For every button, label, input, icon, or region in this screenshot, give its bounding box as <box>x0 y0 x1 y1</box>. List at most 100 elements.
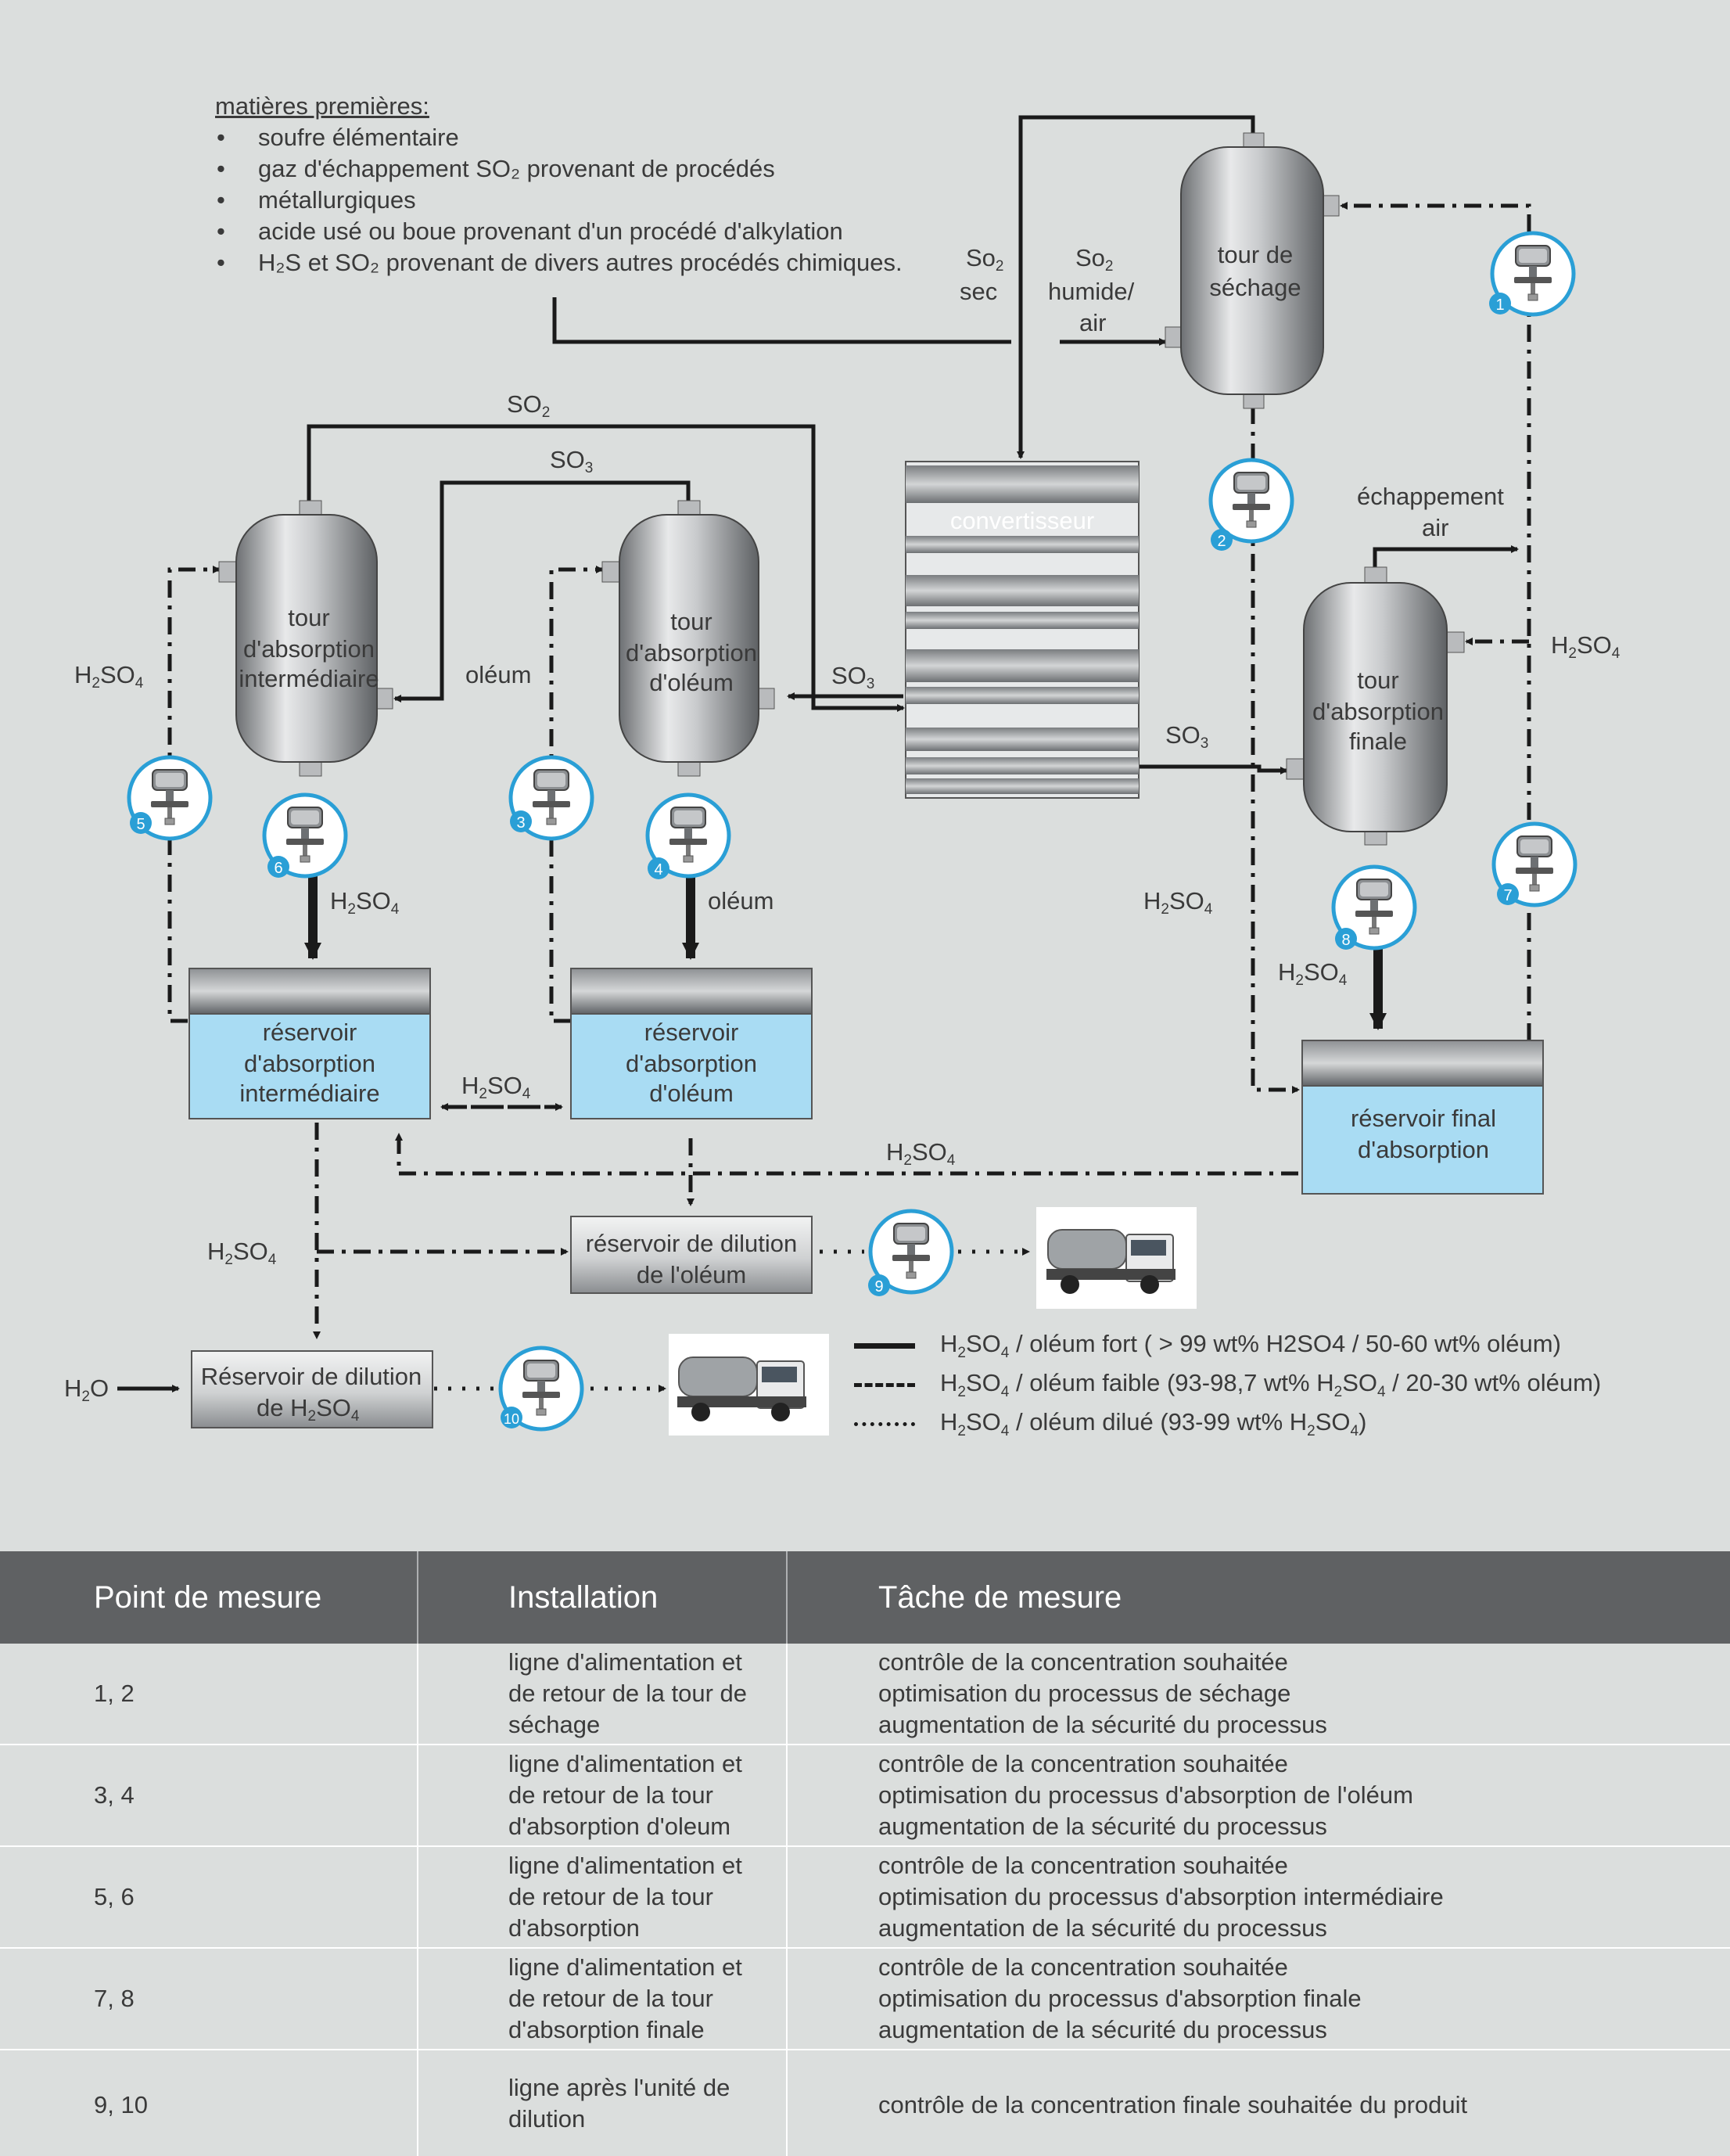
tanker-truck-image-1 <box>1036 1207 1197 1309</box>
intermediate-absorption-tank: réservoir d'absorption intermédiaire <box>188 968 431 1119</box>
oleum-tower-label-3: d'oléum <box>649 669 734 696</box>
header-task: Tâche de mesure <box>878 1580 1122 1615</box>
oleum-absorption-tank: réservoir d'absorption d'oléum <box>570 968 813 1119</box>
tanker-truck-image-2 <box>669 1334 829 1436</box>
oleum-dilution-label-2: de l'oléum <box>637 1261 746 1288</box>
drying-tower-label-1: tour de <box>1218 241 1294 268</box>
header-point: Point de mesure <box>94 1580 322 1615</box>
final-tank-label-2: d'absorption <box>1358 1136 1489 1163</box>
sensor-7: 7 <box>1494 824 1575 905</box>
label-h2so4-int: H2SO4 <box>330 887 400 918</box>
svg-text:8: 8 <box>1341 932 1350 949</box>
svg-text:1: 1 <box>1495 296 1504 314</box>
label-h2so4-feed: H2SO4 <box>1551 631 1621 662</box>
converter-label: convertisseur <box>950 507 1094 534</box>
sensor-10: 10 <box>501 1348 582 1429</box>
svg-text:3: 3 <box>516 814 525 832</box>
svg-text:5: 5 <box>136 816 145 833</box>
int-tank-label-2: d'absorption <box>244 1050 375 1077</box>
sensor-4: 4 <box>648 795 729 879</box>
final-tower-label-3: finale <box>1349 728 1407 755</box>
cell-point: 3, 4 <box>94 1781 135 1809</box>
label-so2: SO2 <box>507 390 550 421</box>
label-h2so4-dilution: H2SO4 <box>207 1238 277 1268</box>
sensor-6: 6 <box>264 795 346 878</box>
raw-item: gaz d'échappement SO₂ provenant de procé… <box>215 153 903 185</box>
int-tower-label-1: tour <box>288 604 329 631</box>
svg-text:4: 4 <box>654 861 662 879</box>
label-so2-wet: So2 <box>1075 244 1114 275</box>
sensor-5: 5 <box>129 757 210 839</box>
cell-point: 7, 8 <box>94 1985 135 2012</box>
raw-item-continued: métallurgiques <box>215 185 903 216</box>
svg-text:10: 10 <box>504 1411 519 1427</box>
h2so4-dilution-tank: Réservoir de dilution de H2SO4 <box>191 1350 433 1428</box>
header-divider <box>786 1551 788 1644</box>
oleum-dilution-label-1: réservoir de dilution <box>586 1230 798 1257</box>
raw-item: acide usé ou boue provenant d'un procédé… <box>215 216 903 247</box>
header-installation: Installation <box>508 1580 659 1615</box>
legend-diluted-text: H2SO4 / oléum dilué (93-99 wt% H2SO4) <box>940 1408 1367 1440</box>
legend-dotted-line <box>854 1422 915 1426</box>
label-so2-dry-2: sec <box>960 278 997 305</box>
cell-point: 1, 2 <box>94 1680 135 1707</box>
label-h2so4-final: H2SO4 <box>1278 958 1348 989</box>
legend-strong: H2SO4 / oléum fort ( > 99 wt% H2SO4 / 50… <box>854 1330 1714 1361</box>
converter: convertisseur <box>905 461 1140 799</box>
sensor-2: 2 <box>1211 460 1292 551</box>
final-absorption-tower: tour d'absorption finale <box>1286 566 1465 846</box>
label-so2-dry: So2 <box>966 244 1004 275</box>
sensor-9: 9 <box>868 1211 952 1296</box>
column-divider <box>417 1644 418 2156</box>
label-exhaust-1: échappement <box>1357 483 1504 510</box>
svg-text:6: 6 <box>274 860 282 877</box>
sensor-3: 3 <box>510 757 592 839</box>
svg-text:9: 9 <box>874 1278 883 1295</box>
int-tank-label-3: intermédiaire <box>239 1080 379 1107</box>
label-so2-wet-2: humide/ <box>1048 278 1135 305</box>
final-tower-label-1: tour <box>1357 667 1398 694</box>
svg-text:7: 7 <box>1503 887 1512 904</box>
raw-item: soufre élémentaire <box>215 122 903 153</box>
column-divider <box>786 1644 788 2156</box>
drying-tower: tour de séchage <box>1165 132 1340 409</box>
raw-item: H₂S et SO₂ provenant de divers autres pr… <box>215 247 903 278</box>
label-so2-wet-3: air <box>1079 309 1106 336</box>
label-h2so4-return: H2SO4 <box>886 1138 956 1169</box>
final-tower-label-2: d'absorption <box>1312 698 1444 725</box>
dashdot-pipes <box>167 202 1531 1339</box>
final-tank-label-1: réservoir final <box>1351 1105 1496 1132</box>
intermediate-absorption-tower: tour d'absorption intermédiaire <box>218 500 393 777</box>
int-tank-label-1: réservoir <box>263 1019 357 1046</box>
sensors: 1 2 3 4 5 6 7 8 9 10 <box>129 233 1575 1429</box>
label-so3-final: SO3 <box>1165 721 1208 752</box>
svg-text:2: 2 <box>1217 533 1226 550</box>
process-diagram: tour de séchage convertisseur tour d'abs… <box>64 115 1621 1436</box>
int-tower-label-2: d'absorption <box>243 635 375 663</box>
sensor-8: 8 <box>1333 867 1415 950</box>
oleum-tower-label-1: tour <box>670 608 712 635</box>
raw-materials-title: matières premières: <box>215 92 429 120</box>
label-h2o: H2O <box>64 1374 109 1405</box>
legend-solid-line <box>854 1343 915 1349</box>
legend-weak: H2SO4 / oléum faible (93-98,7 wt% H2SO4 … <box>854 1369 1714 1400</box>
label-oleum-drop: oléum <box>708 887 773 915</box>
legend-dashdot-line <box>854 1383 915 1387</box>
legend-strong-text: H2SO4 / oléum fort ( > 99 wt% H2SO4 / 50… <box>940 1330 1561 1362</box>
table-header: Point de mesure Installation Tâche de me… <box>0 1551 1730 1644</box>
legend-diluted: H2SO4 / oléum dilué (93-99 wt% H2SO4) <box>854 1408 1714 1439</box>
label-so3-oleum: SO3 <box>831 662 874 692</box>
